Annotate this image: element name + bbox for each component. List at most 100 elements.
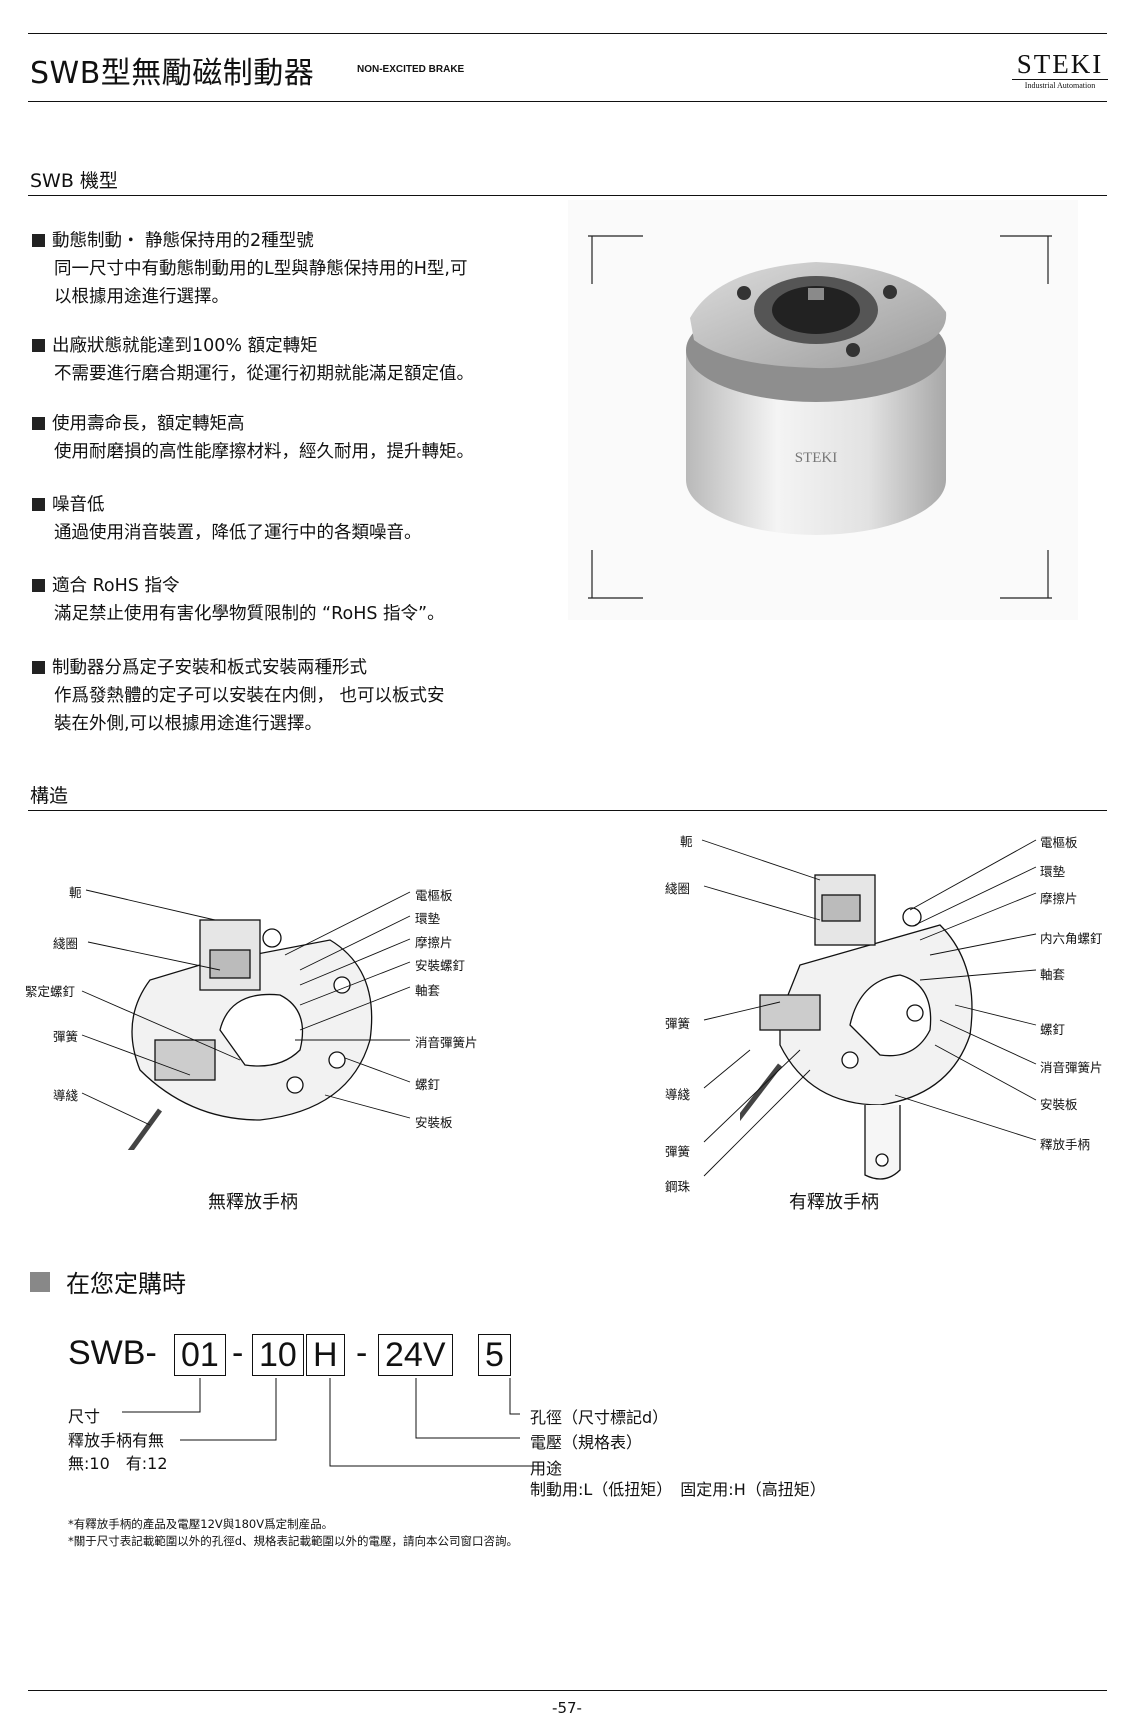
diagram-caption-left: 無釋放手柄 [208,1192,298,1213]
label-right: 内六角螺釘 [1040,931,1103,946]
hub-bore [772,286,860,334]
crop-marks [588,235,1052,599]
product-photo: STEKI [568,200,1078,620]
label-right: 摩擦片 [1040,891,1078,906]
note: *有釋放手柄的產品及電壓12V與180V爲定制産品。 [68,1517,334,1531]
feature-item: 出廠狀態就能達到100% 額定轉矩 不需要進行磨合期運行，從運行初期就能滿足額定… [32,332,552,388]
feature-body: 滿足禁止使用有害化學物質限制的 “RoHS 指令”。 [54,604,445,624]
feature-head: 制動器分爲定子安裝和板式安裝兩種形式 [52,658,367,678]
code-use-box: H [306,1334,345,1376]
page-title: SWB型無勵磁制動器 [30,56,315,91]
label-right: 電樞板 [1040,835,1078,850]
diagram-caption-right: 有釋放手柄 [789,1192,879,1213]
desc-size: 尺寸 [68,1407,101,1426]
screw-icon [737,286,751,300]
label-left: 導綫 [53,1088,79,1103]
feature-head: 使用壽命長，額定轉矩高 [52,414,245,434]
section-order-title: 在您定購時 [30,1264,186,1299]
screw-icon [846,343,860,357]
section-structure-title: 構造 [30,785,69,807]
label-left: 綫圈 [53,936,79,951]
bullet-square-icon [32,661,45,674]
label-right: 釋放手柄 [1040,1137,1091,1152]
label-left: 軛 [69,885,82,900]
feature-item: 適合 RoHS 指令 滿足禁止使用有害化學物質限制的 “RoHS 指令”。 [32,572,552,628]
leader-lines-left [81,889,411,1126]
label-right: 環墊 [415,911,441,926]
label-left: 彈簧 [665,1016,691,1031]
brake-body [686,350,946,535]
section-order-title-text: 在您定購時 [66,1270,186,1298]
feature-body: 不需要進行磨合期運行，從運行初期就能滿足額定值。 [54,364,474,384]
brand-logo-main: STEKI [1016,49,1104,79]
label-right: 軸套 [415,983,441,998]
label-right: 摩擦片 [415,935,453,950]
desc-handle: 釋放手柄有無 [68,1431,165,1450]
label-left: 鋼珠 [665,1179,691,1194]
label-left: 彈簧 [53,1029,79,1044]
code-handle-box: 10 [252,1334,304,1376]
label-right: 安裝螺釘 [415,958,466,973]
code-bore-box: 5 [478,1334,511,1376]
feature-body: 使用耐磨損的高性能摩擦材料，經久耐用，提升轉矩。 [54,442,474,462]
screw-icon [883,285,897,299]
footer-rule [28,1690,1107,1691]
desc-bore: 孔徑（尺寸標記d） [530,1408,669,1427]
label-right: 螺釘 [415,1077,441,1092]
page-subtitle: NON-EXCITED BRAKE [357,64,465,75]
code-prefix: SWB- [68,1334,157,1372]
label-left: 緊定螺釘 [25,984,76,999]
feature-item: 使用壽命長，額定轉矩高 使用耐磨損的高性能摩擦材料，經久耐用，提升轉矩。 [32,410,552,466]
diagram-no-handle [127,919,373,1150]
keyway [808,288,824,300]
label-right: 安裝板 [1040,1097,1078,1112]
bullet-square-icon [30,1271,50,1292]
code-voltage-box: 24V [378,1334,453,1376]
top-rule [28,33,1107,34]
header-rule [28,101,1107,102]
brand-logo-sub: Industrial Automation [1012,79,1108,90]
label-left: 軛 [680,834,693,849]
feature-head: 噪音低 [52,495,105,515]
label-left: 綫圈 [665,881,691,896]
label-right: 安裝板 [415,1115,453,1130]
label-right: 電樞板 [415,888,453,903]
code-size-box: 01 [174,1334,226,1376]
feature-head: 適合 RoHS 指令 [52,576,180,596]
feature-head: 動態制動・ 静態保持用的2種型號 [52,231,314,251]
feature-head: 出廠狀態就能達到100% 額定轉矩 [52,336,318,356]
feature-item: 制動器分爲定子安裝和板式安裝兩種形式 作爲發熱體的定子可以安裝在内側， 也可以板… [32,654,552,738]
bullet-square-icon [32,234,45,247]
label-right: 消音彈簧片 [415,1035,478,1050]
label-left: 彈簧 [665,1144,691,1159]
desc-use: 用途 [530,1459,563,1478]
feature-body: 通過使用消音裝置，降低了運行中的各類噪音。 [54,523,422,543]
bullet-square-icon [32,339,45,352]
feature-body: 同一尺寸中有動態制動用的L型與静態保持用的H型,可 以根據用途進行選擇。 [54,259,468,307]
desc-handle-options: 無:10 有:12 [68,1454,168,1473]
note: *關于尺寸表記載範圍以外的孔徑d、規格表記載範圍以外的電壓，請向本公司窗口咨詢。 [68,1534,519,1548]
feature-item: 噪音低 通過使用消音裝置，降低了運行中的各類噪音。 [32,491,552,547]
bullet-square-icon [32,417,45,430]
section-model-rule [28,195,1107,196]
desc-use-options: 制動用:L（低扭矩） 固定用:H（高扭矩） [530,1480,826,1499]
label-right: 消音彈簧片 [1040,1060,1103,1075]
code-dash: - [356,1334,368,1372]
product-logo: STEKI [795,450,838,466]
label-right: 螺釘 [1040,1022,1066,1037]
brand-logo: STEKI Industrial Automation [1012,50,1108,90]
label-right: 環墊 [1040,864,1066,879]
code-leader-lines [122,1378,540,1467]
page-number: -57- [552,1699,582,1717]
label-right: 軸套 [1040,967,1066,982]
label-left: 導綫 [665,1087,691,1102]
bullet-square-icon [32,579,45,592]
desc-voltage: 電壓（規格表） [530,1433,643,1452]
feature-item: 動態制動・ 静態保持用的2種型號 同一尺寸中有動態制動用的L型與静態保持用的H型… [32,227,552,311]
section-model-title: SWB 機型 [30,170,118,192]
diagram-with-handle [740,874,973,1180]
leader-lines-right [701,839,1037,1177]
bullet-square-icon [32,498,45,511]
code-dash: - [232,1334,244,1372]
section-structure-rule [28,810,1107,811]
